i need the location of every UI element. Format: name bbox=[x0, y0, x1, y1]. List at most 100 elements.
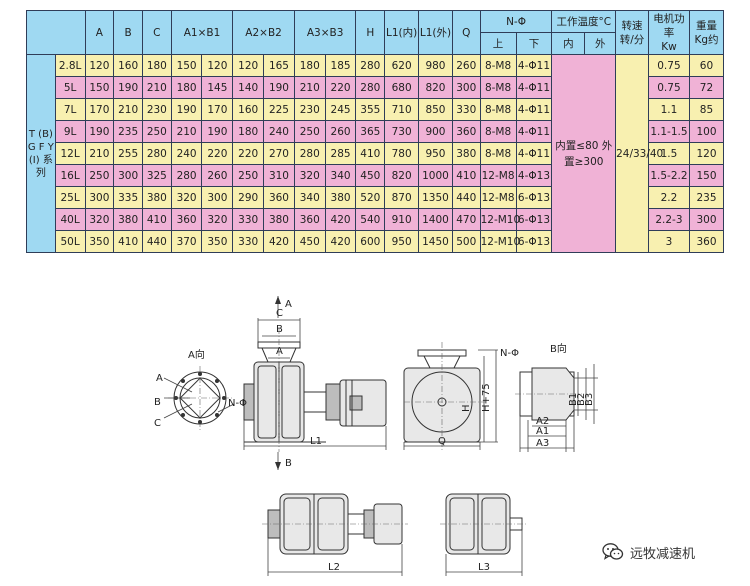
header-in: 内 bbox=[551, 32, 586, 55]
label-A2: A2 bbox=[536, 416, 549, 427]
cell-a1: 360 bbox=[170, 208, 203, 231]
cell-b3: 260 bbox=[324, 120, 357, 143]
cell-b: 380 bbox=[113, 208, 143, 231]
cell-b: 235 bbox=[113, 120, 143, 143]
cell-up: 12-M8 bbox=[479, 186, 517, 209]
cell-b2: 360 bbox=[263, 186, 295, 209]
cell-b2: 380 bbox=[263, 208, 295, 231]
cell-a: 120 bbox=[84, 54, 115, 77]
cell-b3: 420 bbox=[324, 230, 357, 253]
label-H75: H+75 bbox=[481, 383, 492, 412]
cell-a3: 250 bbox=[293, 120, 326, 143]
header-A3B3: A3×B3 bbox=[293, 10, 357, 55]
cell-b2: 240 bbox=[263, 120, 295, 143]
label-n-phi-2: N-Φ bbox=[500, 348, 519, 359]
cell-b: 210 bbox=[113, 98, 143, 121]
cell-l1out: 1350 bbox=[418, 186, 453, 209]
cell-a: 250 bbox=[84, 164, 115, 187]
cell-b2: 225 bbox=[263, 98, 295, 121]
cell-a: 170 bbox=[84, 98, 115, 121]
cell-power: 1.1-1.5 bbox=[647, 120, 690, 143]
cell-h: 450 bbox=[355, 164, 386, 187]
cell-a2: 330 bbox=[232, 208, 265, 231]
header-B: B bbox=[113, 10, 143, 55]
cell-weight: 100 bbox=[688, 120, 725, 143]
cell-up: 8-M8 bbox=[479, 98, 517, 121]
cell-a: 150 bbox=[84, 76, 115, 99]
model-cell: 2.8L bbox=[54, 54, 86, 77]
cell-a3: 340 bbox=[293, 186, 326, 209]
cell-b1: 145 bbox=[201, 76, 234, 99]
cell-b3: 185 bbox=[324, 54, 357, 77]
cell-b: 300 bbox=[113, 164, 143, 187]
cell-down: 6-Φ13 bbox=[515, 186, 553, 209]
label-Q: Q bbox=[438, 436, 446, 447]
header-up: 上 bbox=[479, 32, 517, 55]
bottom-left-view: L2 bbox=[262, 493, 408, 576]
cell-down: 4-Φ13 bbox=[515, 164, 553, 187]
cell-a1: 210 bbox=[170, 120, 203, 143]
cell-b1: 260 bbox=[201, 164, 234, 187]
cell-a3: 180 bbox=[293, 54, 326, 77]
label-arrow-A: A bbox=[285, 299, 292, 310]
cell-a3: 320 bbox=[293, 164, 326, 187]
cell-h: 365 bbox=[355, 120, 386, 143]
cell-weight: 60 bbox=[688, 54, 725, 77]
cell-power: 0.75 bbox=[647, 76, 690, 99]
cell-l1out: 1000 bbox=[418, 164, 453, 187]
cell-b1: 190 bbox=[201, 120, 234, 143]
label-A1: A1 bbox=[536, 426, 549, 437]
cell-l1in: 950 bbox=[384, 230, 420, 253]
model-cell: 9L bbox=[54, 120, 86, 143]
model-cell: 7L bbox=[54, 98, 86, 121]
header-A2B2: A2×B2 bbox=[232, 10, 295, 55]
header-L1-in: L1(内) bbox=[384, 10, 420, 55]
cell-l1out: 980 bbox=[418, 54, 453, 77]
cell-power: 3 bbox=[647, 230, 690, 253]
cell-h: 410 bbox=[355, 142, 386, 165]
model-cell: 5L bbox=[54, 76, 86, 99]
corner-header bbox=[26, 10, 86, 55]
speed-cell: 24/33/40 bbox=[615, 54, 663, 253]
cell-q: 360 bbox=[451, 120, 481, 143]
cell-h: 520 bbox=[355, 186, 386, 209]
cell-b3: 285 bbox=[324, 142, 357, 165]
cell-h: 280 bbox=[355, 54, 386, 77]
header-N-phi: N-Φ bbox=[479, 10, 553, 33]
cell-b2: 420 bbox=[263, 230, 295, 253]
cell-q: 410 bbox=[451, 164, 481, 187]
cell-weight: 235 bbox=[688, 186, 725, 209]
cell-q: 260 bbox=[451, 54, 481, 77]
cell-l1out: 950 bbox=[418, 142, 453, 165]
series-label: T (B) G F Y (I) 系 列 bbox=[26, 54, 56, 253]
cell-up: 12-M10 bbox=[479, 208, 520, 231]
cell-l1out: 1400 bbox=[418, 208, 453, 231]
cell-a3: 360 bbox=[293, 208, 326, 231]
model-cell: 12L bbox=[54, 142, 86, 165]
header-A: A bbox=[84, 10, 115, 55]
header-Q: Q bbox=[451, 10, 481, 55]
header-weight: 重量 Kg约 bbox=[688, 10, 725, 55]
cell-a1: 190 bbox=[170, 98, 203, 121]
cell-l1in: 680 bbox=[384, 76, 420, 99]
model-cell: 16L bbox=[54, 164, 86, 187]
watermark: 远牧减速机 bbox=[602, 540, 695, 564]
cell-down: 6-Φ13 bbox=[515, 208, 553, 231]
cell-up: 12-M10 bbox=[479, 230, 520, 253]
cell-b3: 220 bbox=[324, 76, 357, 99]
cell-a: 190 bbox=[84, 120, 115, 143]
cell-h: 280 bbox=[355, 76, 386, 99]
cell-c: 410 bbox=[141, 208, 172, 231]
cell-l1in: 820 bbox=[384, 164, 420, 187]
cell-c: 280 bbox=[141, 142, 172, 165]
cell-q: 300 bbox=[451, 76, 481, 99]
a-direction-view: A向 A B C N-Φ bbox=[154, 348, 247, 430]
front-view: Q H H+75 N-Φ bbox=[403, 342, 519, 450]
label-a-view-A: A bbox=[156, 373, 163, 384]
cell-a3: 450 bbox=[293, 230, 326, 253]
